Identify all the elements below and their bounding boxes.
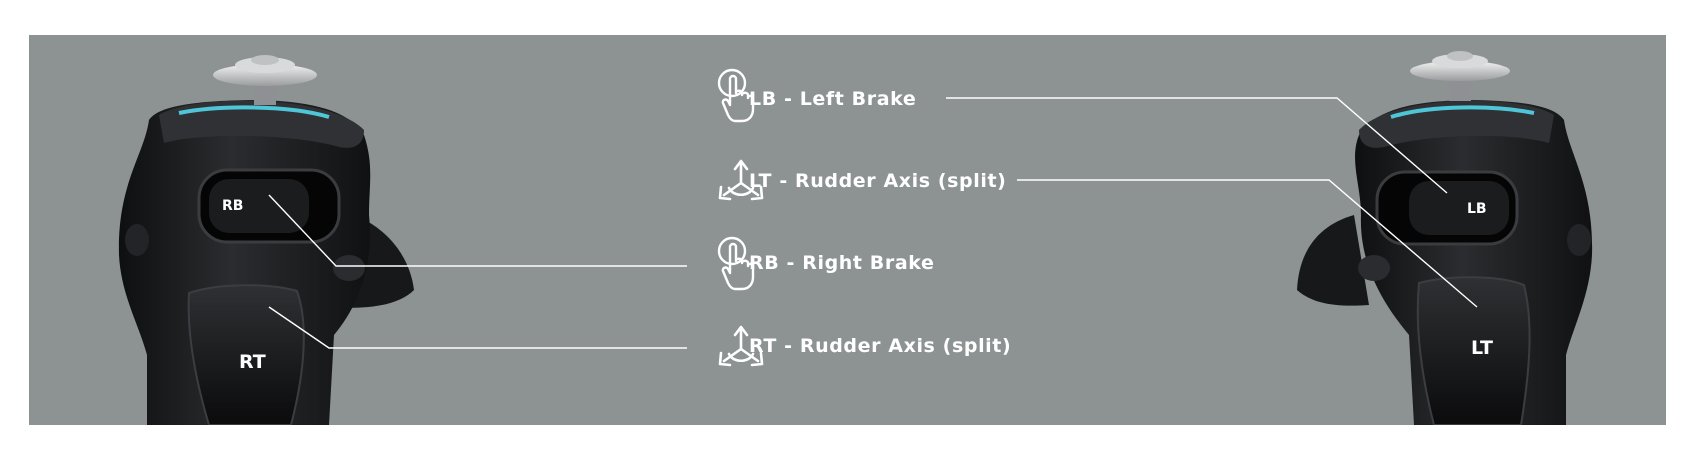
right-button-label: LB — [1467, 201, 1487, 217]
press-finger-icon — [717, 68, 755, 123]
right-trigger-label: LT — [1471, 337, 1493, 359]
leader-lt — [1017, 179, 1478, 308]
callout-lt-label: LT - Rudder Axis (split) — [749, 170, 1007, 192]
axis-arrows-icon — [718, 159, 764, 201]
leader-lb — [946, 97, 1448, 194]
diagram-panel: RB RT LB LT — [29, 35, 1666, 425]
callout-rt-label: RT - Rudder Axis (split) — [749, 335, 1012, 357]
leader-lines — [268, 97, 1478, 349]
left-trigger-label: RT — [239, 351, 266, 373]
leader-rb — [268, 194, 687, 267]
callout-rb-label: RB - Right Brake — [749, 252, 935, 274]
left-button-label: RB — [222, 198, 243, 214]
leader-rt — [268, 306, 687, 349]
press-finger-icon — [717, 236, 755, 291]
callout-lb-label: LB - Left Brake — [749, 88, 917, 110]
axis-arrows-icon — [718, 325, 764, 367]
right-controller: LB LT — [1297, 51, 1593, 425]
left-controller: RB RT — [118, 55, 414, 425]
